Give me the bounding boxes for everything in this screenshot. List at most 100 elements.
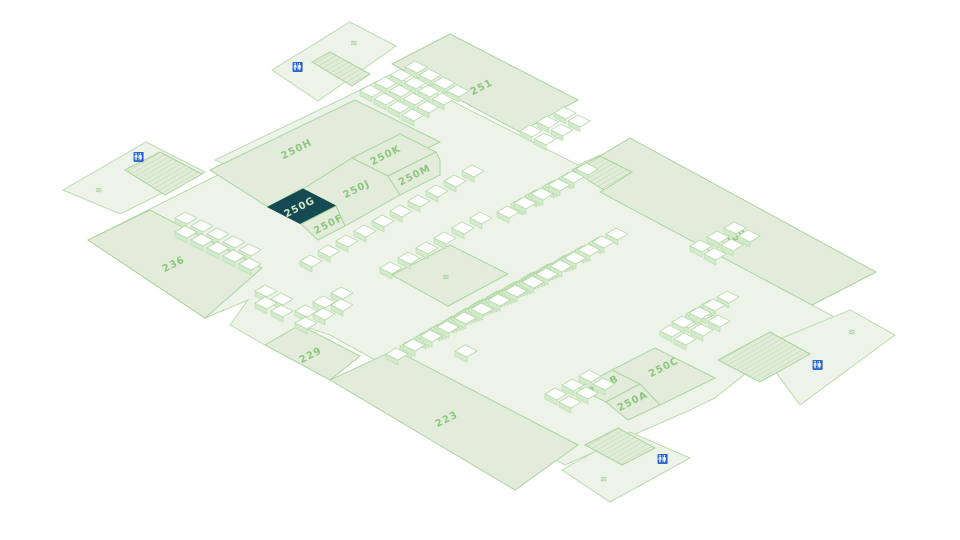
desk [270,292,294,306]
desk [385,347,409,361]
desk [353,224,377,238]
desk [461,164,485,178]
desk [533,132,557,146]
desk [567,114,591,128]
desk [592,377,616,391]
desk [443,174,467,188]
desk [535,267,559,281]
desk [578,369,602,383]
desk [294,304,318,318]
desk [605,227,629,241]
courtyard [390,244,510,307]
stair-area-right [716,331,812,383]
desk [673,332,697,346]
desk [299,254,323,268]
desk [723,221,747,235]
desk-clusters [174,60,761,414]
desk [453,311,477,325]
desk [575,386,599,400]
desk [487,293,511,307]
desk [536,115,560,129]
desk [504,284,528,298]
pod-right [757,309,896,406]
desk [330,298,354,312]
desk [688,306,712,320]
desk [254,284,278,298]
desk [190,233,214,247]
desk [702,298,726,312]
desk [425,184,449,198]
room-229[interactable] [263,324,361,381]
desk [547,178,571,192]
stairs-icon: ≋ [600,475,608,485]
stairs-icon: ≋ [848,328,856,338]
desk [706,230,730,244]
desk [190,219,214,233]
desk [689,239,713,253]
desk [270,304,294,318]
desk [544,387,568,401]
desk [446,84,470,98]
desk [294,316,318,330]
desk [312,307,336,321]
desk [703,247,727,261]
desk [496,205,520,219]
desk [454,344,478,358]
desk [432,76,456,90]
desk [312,295,336,309]
room-250m[interactable] [387,151,441,196]
desk [397,251,421,265]
room-250f[interactable] [300,205,346,241]
desk [575,162,599,176]
desk [317,244,341,258]
desk [436,320,460,334]
desk [737,229,761,243]
stairs-icon: ≋ [95,186,103,196]
desk [561,378,585,392]
desk [330,286,354,300]
desk [222,235,246,249]
desk [238,243,262,257]
desk [470,302,494,316]
desk [433,231,457,245]
desk [550,123,574,137]
desk [174,225,198,239]
desk [379,261,403,275]
room-250c[interactable] [610,347,717,406]
desk [254,296,278,310]
desk [690,323,714,337]
desk [521,275,545,289]
desk [558,395,582,409]
desk [335,234,359,248]
desk [563,251,587,265]
desk [469,211,493,225]
desk [577,243,601,257]
stair-area-left [123,151,204,196]
desk [549,259,573,273]
desk [707,314,731,328]
desk [238,257,262,271]
desk [206,241,230,255]
desk [389,204,413,218]
room-251[interactable] [390,33,580,133]
desk [402,338,426,352]
desk [418,68,442,82]
room-260[interactable] [598,137,878,306]
desk [513,196,537,210]
stairs-icon: ≋ [350,39,358,49]
desk [371,214,395,228]
desk [561,170,585,184]
restroom-icon: 🚻 [812,359,823,371]
desk [591,235,615,249]
room-250a[interactable] [605,383,661,421]
desk [222,249,246,263]
desk [419,329,443,343]
room-236[interactable] [86,209,263,319]
room-223[interactable] [328,349,579,491]
desk [671,315,695,329]
desk [407,194,431,208]
desk [553,106,577,120]
desk [519,124,543,138]
desk [716,290,740,304]
